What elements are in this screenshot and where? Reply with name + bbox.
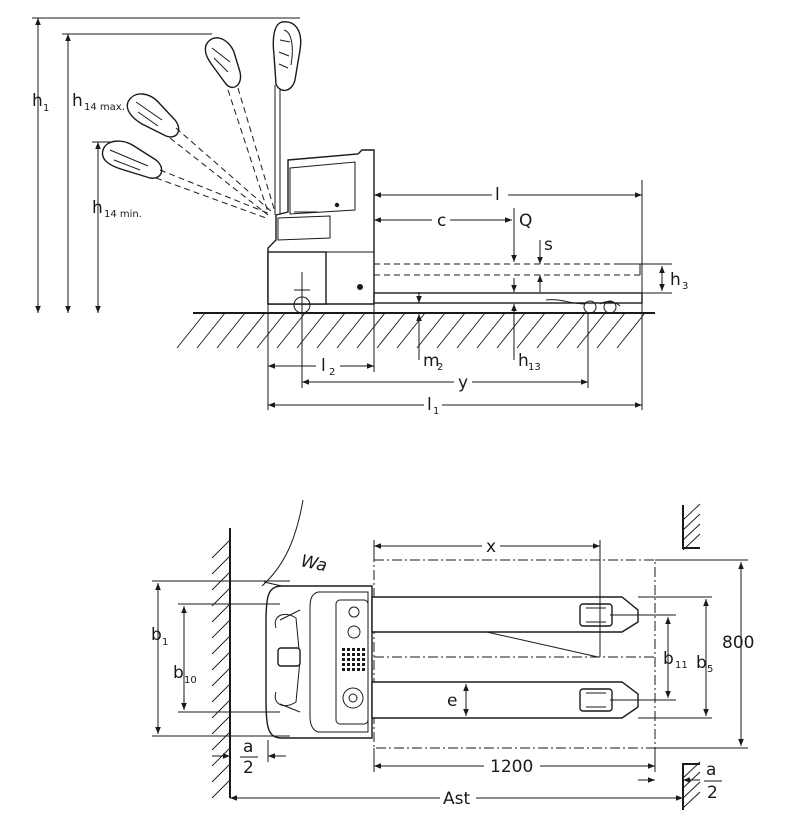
- label-two-left: 2: [243, 758, 254, 778]
- label-b11: b: [663, 649, 674, 669]
- label-wa: Wa: [299, 551, 329, 576]
- pallet-outline: [373, 559, 656, 749]
- label-h3: h: [670, 270, 681, 290]
- label-l2: l: [321, 356, 326, 376]
- truck-body: [267, 149, 643, 320]
- label-l1-sub: 1: [433, 406, 439, 417]
- dim-a-half-right: a 2: [638, 760, 722, 803]
- dim-l: l: [373, 180, 643, 300]
- label-h1: h: [32, 91, 43, 111]
- label-b1-sub: 1: [162, 637, 168, 648]
- label-m2: m: [423, 351, 440, 371]
- label-l1: l: [427, 395, 432, 415]
- label-c: c: [437, 211, 446, 231]
- wall-left: [211, 528, 231, 799]
- dim-s: s: [537, 235, 553, 292]
- turning-arc: [261, 499, 304, 587]
- label-a-left: a: [243, 737, 253, 757]
- dim-m2: m 2: [416, 292, 443, 373]
- dim-h14-max: h 14 max.: [62, 33, 212, 313]
- label-b10-sub: 10: [184, 675, 197, 686]
- label-b10: b: [173, 663, 184, 683]
- dim-a-half-left: a 2: [212, 737, 286, 778]
- dim-c: c: [374, 211, 512, 231]
- dim-ast: Ast: [230, 789, 683, 809]
- label-b5: b: [696, 653, 707, 673]
- label-b11-sub: 11: [675, 660, 688, 671]
- ground-hatching: [176, 312, 655, 349]
- label-ast: Ast: [443, 789, 470, 809]
- label-h14-min: h: [92, 198, 103, 218]
- dim-e: e: [447, 684, 469, 716]
- label-h13-sub: 13: [528, 362, 541, 373]
- load-q: Q: [511, 208, 532, 262]
- label-1200: 1200: [490, 757, 533, 777]
- label-l: l: [495, 185, 500, 205]
- label-x: x: [486, 537, 496, 557]
- dim-1200: 1200: [373, 748, 656, 777]
- label-h1-sub: 1: [43, 103, 49, 114]
- dim-b5: b 5: [638, 596, 713, 719]
- top-view: x Wa b 1 b 10 e b: [151, 499, 754, 810]
- side-view: h 1 h 14 max. h 14 min. l c: [32, 17, 688, 417]
- dim-h3: h 3: [640, 263, 688, 294]
- label-h3-sub: 3: [682, 281, 688, 292]
- label-b1: b: [151, 625, 162, 645]
- label-m2-sub: 2: [437, 362, 443, 373]
- label-l2-sub: 2: [329, 367, 335, 378]
- dim-b11: b 11: [610, 614, 688, 701]
- label-a-right: a: [706, 760, 716, 780]
- label-y: y: [458, 373, 468, 393]
- dim-800: 800: [655, 559, 754, 749]
- label-h13: h: [518, 351, 529, 371]
- label-two-right: 2: [707, 783, 718, 803]
- tiller-arm: [101, 21, 302, 219]
- label-b5-sub: 5: [707, 664, 713, 675]
- dim-x: x: [373, 537, 601, 657]
- label-h14-max: h: [72, 91, 83, 111]
- label-e: e: [447, 691, 457, 711]
- truck-top: [265, 585, 373, 739]
- label-s: s: [544, 235, 553, 255]
- dim-b10: b 10: [173, 603, 280, 713]
- label-q: Q: [519, 211, 532, 231]
- dim-h13: h 13: [511, 278, 541, 373]
- label-800: 800: [722, 633, 754, 653]
- dim-h14-min: h 14 min.: [92, 141, 142, 313]
- label-h14-min-sub: 14 min.: [104, 209, 142, 220]
- dim-y: y: [301, 312, 589, 393]
- forks-top: [371, 596, 639, 719]
- dim-h1: h 1: [32, 17, 300, 313]
- dim-b1: b 1: [151, 580, 290, 737]
- label-h14-max-sub: 14 max.: [84, 102, 125, 113]
- dim-l1: l 1: [268, 300, 643, 417]
- dim-l2: l 2: [267, 304, 375, 410]
